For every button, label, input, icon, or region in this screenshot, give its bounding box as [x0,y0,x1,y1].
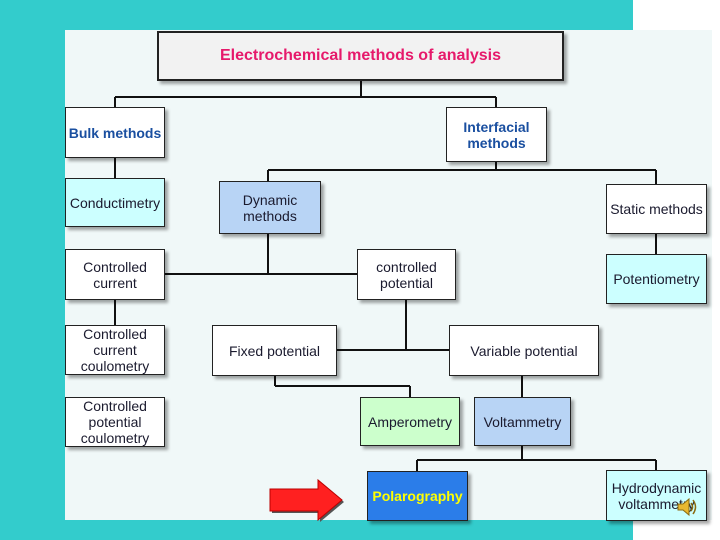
red-arrow-icon [269,478,344,522]
node-conductimetry: Conductimetry [65,178,165,227]
node-voltammetry: Voltammetry [474,397,571,446]
node-polarography: Polarography [367,471,468,521]
node-variable-potential: Variable potential [449,325,599,376]
node-potentiometry: Potentiometry [606,254,707,304]
node-controlled-potential-coulometry: Controlled potential coulometry [65,397,165,447]
speaker-icon[interactable] [676,496,698,518]
node-static-methods: Static methods [606,184,707,234]
node-bulk-methods: Bulk methods [65,107,165,158]
node-controlled-current: Controlled current [65,249,165,300]
node-dynamic-methods: Dynamic methods [219,181,321,234]
node-amperometry: Amperometry [360,397,460,446]
node-controlled-current-coulometry: Controlled current coulometry [65,325,165,375]
node-fixed-potential: Fixed potential [212,325,337,376]
node-interfacial-methods: Interfacial methods [446,107,547,162]
node-hydrodynamic-voltammetry: Hydrodynamic voltammetry [606,470,707,521]
node-controlled-potential: controlled potential [357,249,456,300]
diagram-title: Electrochemical methods of analysis [157,31,564,81]
